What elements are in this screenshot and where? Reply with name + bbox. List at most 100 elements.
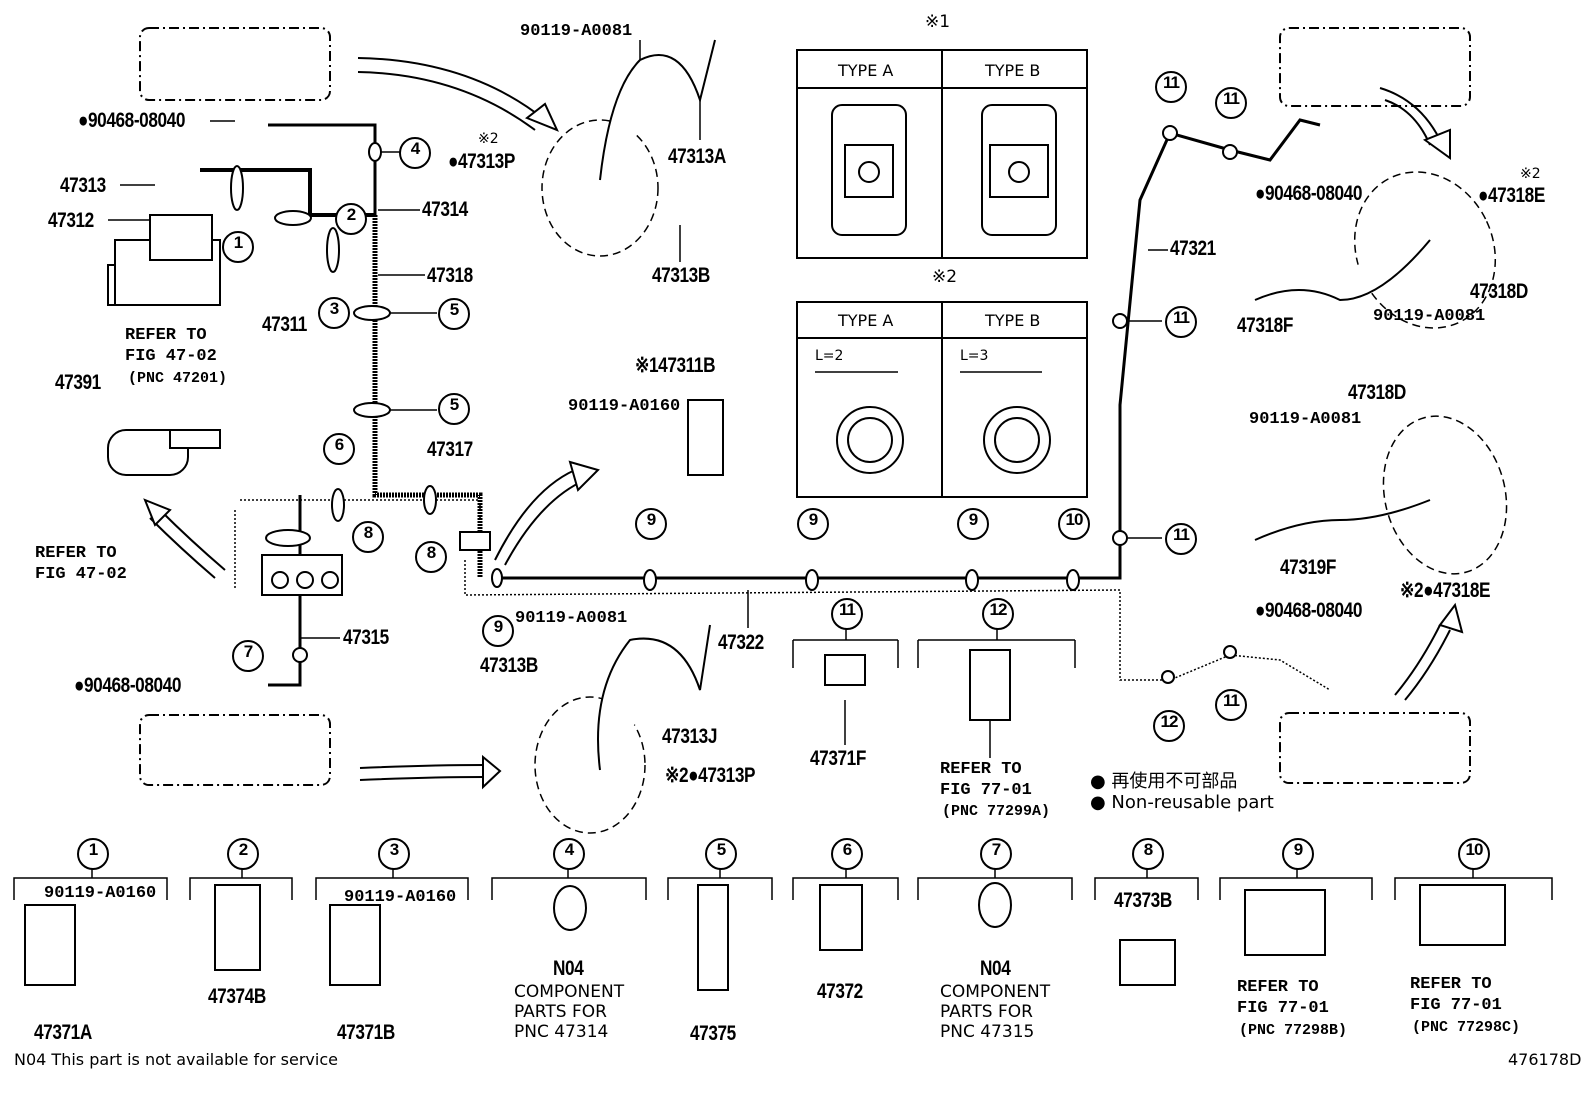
part-label-47313: 47313 (60, 174, 106, 197)
callout-11: 11 (831, 598, 863, 630)
refer-to-label: REFER TO (125, 326, 207, 345)
part-label-47311: 47311 (262, 313, 307, 336)
part-label-47317: 47317 (427, 438, 473, 461)
callout-9: 9 (797, 508, 829, 540)
bottom-callout-1: 1 (77, 838, 109, 870)
callout-9: 9 (957, 508, 989, 540)
bottom-2-part: 47374B (208, 985, 266, 1008)
refer-to-label-2: REFER TO (35, 544, 117, 563)
note-1-marker: ※1 (925, 12, 951, 32)
bottom-1-part: 47371A (34, 1021, 92, 1044)
part-label-47391: 47391 (55, 371, 101, 394)
refer-fig-label-2: FIG 47-02 (35, 565, 127, 584)
callout-10: 10 (1058, 508, 1090, 540)
part-sketches (24, 39, 1506, 991)
part-label-90119-a0081-2: 90119-A0081 (515, 609, 628, 628)
callout-11: 11 (1215, 87, 1247, 119)
part-label-47319f: 47319F (1280, 556, 1336, 579)
note-2-marker: ※2 (932, 267, 958, 287)
part-label-47311b: ※147311B (635, 354, 716, 377)
bottom-7-line2: PARTS FOR (940, 1002, 1033, 1022)
dotted-lines (234, 499, 1331, 691)
arrows (143, 57, 1464, 790)
callout-1: 1 (222, 231, 254, 263)
bottom-callout-10: 10 (1458, 838, 1490, 870)
bottom-7-line3: PNC 47315 (940, 1022, 1035, 1042)
type-a-header: TYPE A (838, 61, 894, 80)
callout-9: 9 (482, 615, 514, 647)
callout-4: 4 (399, 137, 431, 169)
part-label-90468-08040-3: ●90468-08040 (1255, 182, 1362, 205)
type-b-header-2: TYPE B (985, 311, 1041, 330)
detail-ellipses (534, 119, 1508, 834)
refer-pnc-label-3: (PNC 77299A) (942, 803, 1051, 820)
part-label-47318e: ●47318E (1478, 184, 1545, 207)
bottom-callout-3: 3 (378, 838, 410, 870)
callout-6: 6 (323, 433, 355, 465)
part-label-47313p-2: ※2●47313P (665, 764, 756, 787)
part-label-90119-a0081-3: 90119-A0081 (1373, 307, 1486, 326)
dimension-l2: L=2 (815, 348, 844, 364)
part-label-47313b: 47313B (652, 264, 710, 287)
bottom-7-part: N04 (980, 957, 1011, 980)
legend-non-reusable-jp: ● 再使用不可部品 (1090, 771, 1238, 792)
part-label-47313j: 47313J (662, 725, 718, 748)
callout-8: 8 (352, 521, 384, 553)
type-a-header-2: TYPE A (838, 311, 894, 330)
bottom-9-line1: REFER TO (1237, 978, 1319, 997)
callout-5: 5 (438, 298, 470, 330)
illustration-code: 476178D (1508, 1050, 1582, 1069)
footer-note: N04 This part is not available for servi… (14, 1050, 338, 1069)
part-label-47371f: 47371F (810, 747, 866, 770)
part-label-47318e-2: ※2●47318E (1400, 579, 1491, 602)
part-label-90119-a0160: 90119-A0160 (568, 397, 681, 416)
callout-11: 11 (1165, 523, 1197, 555)
part-label-90468-08040: ●90468-08040 (78, 109, 185, 132)
dimension-l3: L=3 (960, 348, 989, 364)
clip-type-tables (796, 49, 1088, 498)
part-label-47313b-2: 47313B (480, 654, 538, 677)
bottom-callout-5: 5 (705, 838, 737, 870)
refer-to-label-3: REFER TO (940, 760, 1022, 779)
callout-7: 7 (232, 640, 264, 672)
callout-11: 11 (1215, 689, 1247, 721)
bottom-4-line2: PARTS FOR (514, 1002, 607, 1022)
callout-12: 12 (982, 598, 1014, 630)
bottom-9-line2: FIG 77-01 (1237, 999, 1329, 1018)
leader-lines (108, 40, 1168, 758)
part-label-47322: 47322 (718, 631, 764, 654)
legend-non-reusable-en: ● Non-reusable part (1090, 792, 1274, 813)
callout-12: 12 (1153, 710, 1185, 742)
callout-5: 5 (438, 393, 470, 425)
part-label-47313a: 47313A (668, 145, 726, 168)
bottom-callout-7: 7 (980, 838, 1012, 870)
bottom-callout-4: 4 (553, 838, 585, 870)
bottom-6-part: 47372 (817, 980, 863, 1003)
part-label-47314: 47314 (422, 198, 468, 221)
bottom-callout-2: 2 (227, 838, 259, 870)
part-label-47318: 47318 (427, 264, 473, 287)
bottom-callout-8: 8 (1132, 838, 1164, 870)
part-label-90119-a0081-4: 90119-A0081 (1249, 410, 1362, 429)
part-label-47312: 47312 (48, 209, 94, 232)
bottom-7-line1: COMPONENT (940, 982, 1051, 1002)
bottom-5-part: 47375 (690, 1022, 736, 1045)
bottom-10-line1: REFER TO (1410, 975, 1492, 994)
part-label-90119-a0081: 90119-A0081 (520, 22, 633, 41)
part-label-47313p: ●47313P (448, 150, 515, 173)
type-b-header: TYPE B (985, 61, 1041, 80)
note-2-marker-47313p: ※2 (478, 131, 499, 147)
part-label-90468-08040-2: ●90468-08040 (74, 674, 181, 697)
callout-11: 11 (1165, 306, 1197, 338)
bottom-4-line1: COMPONENT (514, 982, 625, 1002)
callout-2: 2 (335, 203, 367, 235)
bottom-9-line3: (PNC 77298B) (1239, 1022, 1348, 1039)
callout-8: 8 (415, 541, 447, 573)
bottom-8-part: 47373B (1114, 889, 1172, 912)
bottom-10-line3: (PNC 77298C) (1412, 1019, 1521, 1036)
callout-3: 3 (318, 297, 350, 329)
part-label-47318f: 47318F (1237, 314, 1293, 337)
part-label-47315: 47315 (343, 626, 389, 649)
